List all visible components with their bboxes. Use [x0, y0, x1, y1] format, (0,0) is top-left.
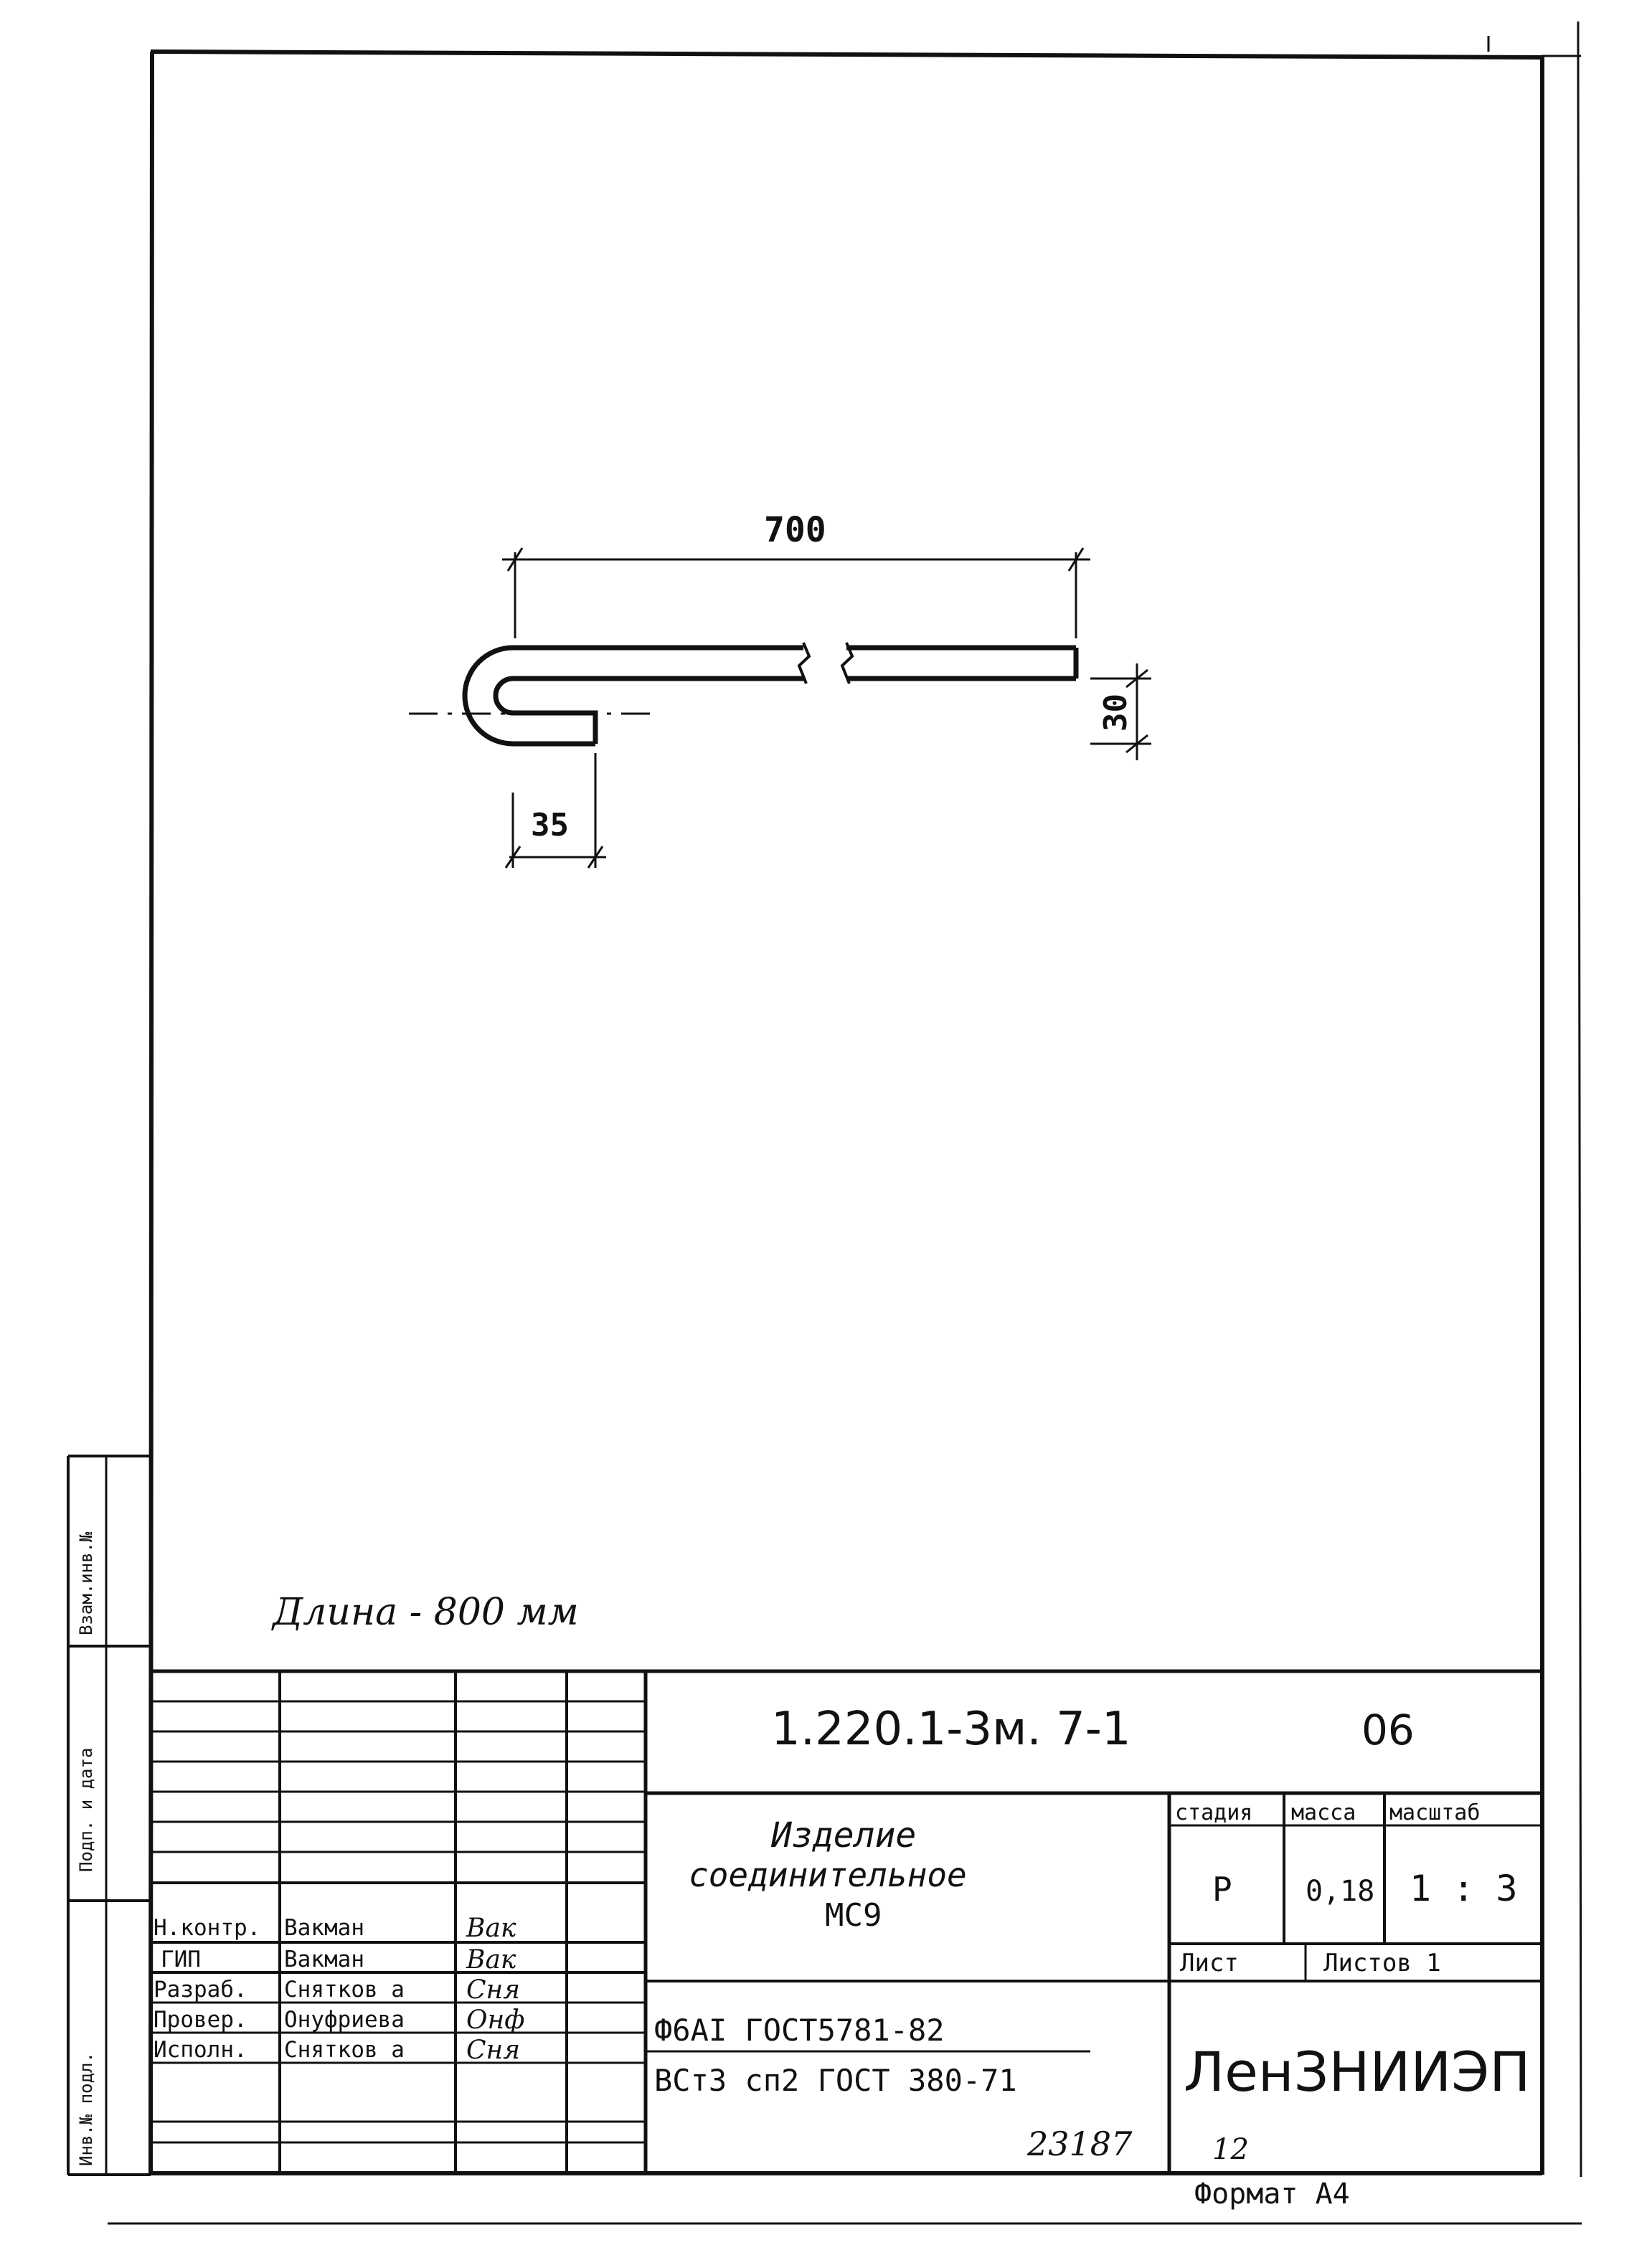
dim-bend: 35: [531, 807, 569, 843]
side-label-signature: Подп. и дата: [76, 1748, 96, 1872]
material-2: ВСт3 сп2 ГОСТ 380-71: [654, 2063, 1017, 2098]
name-3: Онуфриева: [284, 2007, 405, 2033]
sheet-number: 06: [1361, 1706, 1415, 1754]
sign-3: Онф: [466, 2005, 524, 2035]
sheets-label: Листов 1: [1323, 1949, 1441, 1977]
organization-name: ЛенЗНИИЭП: [1184, 2040, 1530, 2104]
sheet-label: Лист: [1180, 1949, 1239, 1977]
side-label-replace: Взам.инв.№: [76, 1531, 96, 1635]
role-2: Разраб.: [154, 1977, 247, 2003]
role-4: Исполн.: [154, 2037, 247, 2063]
value-stage: Р: [1212, 1870, 1232, 1909]
name-4: Снятков а: [284, 2037, 405, 2063]
copy-number: 12: [1212, 2133, 1249, 2166]
material-1: Ф6АI ГОСТ5781-82: [654, 2013, 945, 2048]
dim-height: 30: [1098, 694, 1134, 732]
dimension-lines: [502, 547, 1151, 869]
role-1: ГИП: [161, 1947, 201, 1972]
inventory-number: 23187: [1026, 2125, 1133, 2163]
header-stage: стадия: [1175, 1800, 1252, 1825]
sign-2: Сня: [466, 1975, 520, 2005]
document-code: 1.220.1-3м. 7-1: [771, 1703, 1131, 1756]
product-name-2: соединительное: [689, 1856, 967, 1894]
role-3: Провер.: [154, 2007, 247, 2033]
length-note: Длина - 800 мм: [271, 1591, 579, 1634]
format-label: Формат А4: [1194, 2178, 1350, 2211]
sign-1: Вак: [466, 1945, 516, 1975]
name-2: Снятков а: [284, 1977, 405, 2003]
value-scale: 1 : 3: [1410, 1868, 1518, 1909]
header-scale: масштаб: [1389, 1800, 1480, 1825]
name-1: Вакман: [284, 1947, 364, 1972]
side-label-inventory: Инв.№ подл.: [76, 2052, 96, 2166]
role-0: Н.контр.: [154, 1915, 260, 1941]
title-block-grid: [151, 1669, 1542, 2175]
value-mass: 0,18: [1306, 1875, 1374, 1908]
sign-4: Сня: [466, 2036, 520, 2065]
name-0: Вакман: [284, 1915, 364, 1941]
sign-0: Вак: [466, 1914, 516, 1943]
header-mass: масса: [1291, 1800, 1356, 1825]
part-sketch: [409, 642, 1079, 747]
product-name-3: МС9: [825, 1897, 882, 1934]
product-name-1: Изделие: [770, 1815, 916, 1856]
dim-width: 700: [764, 510, 826, 550]
